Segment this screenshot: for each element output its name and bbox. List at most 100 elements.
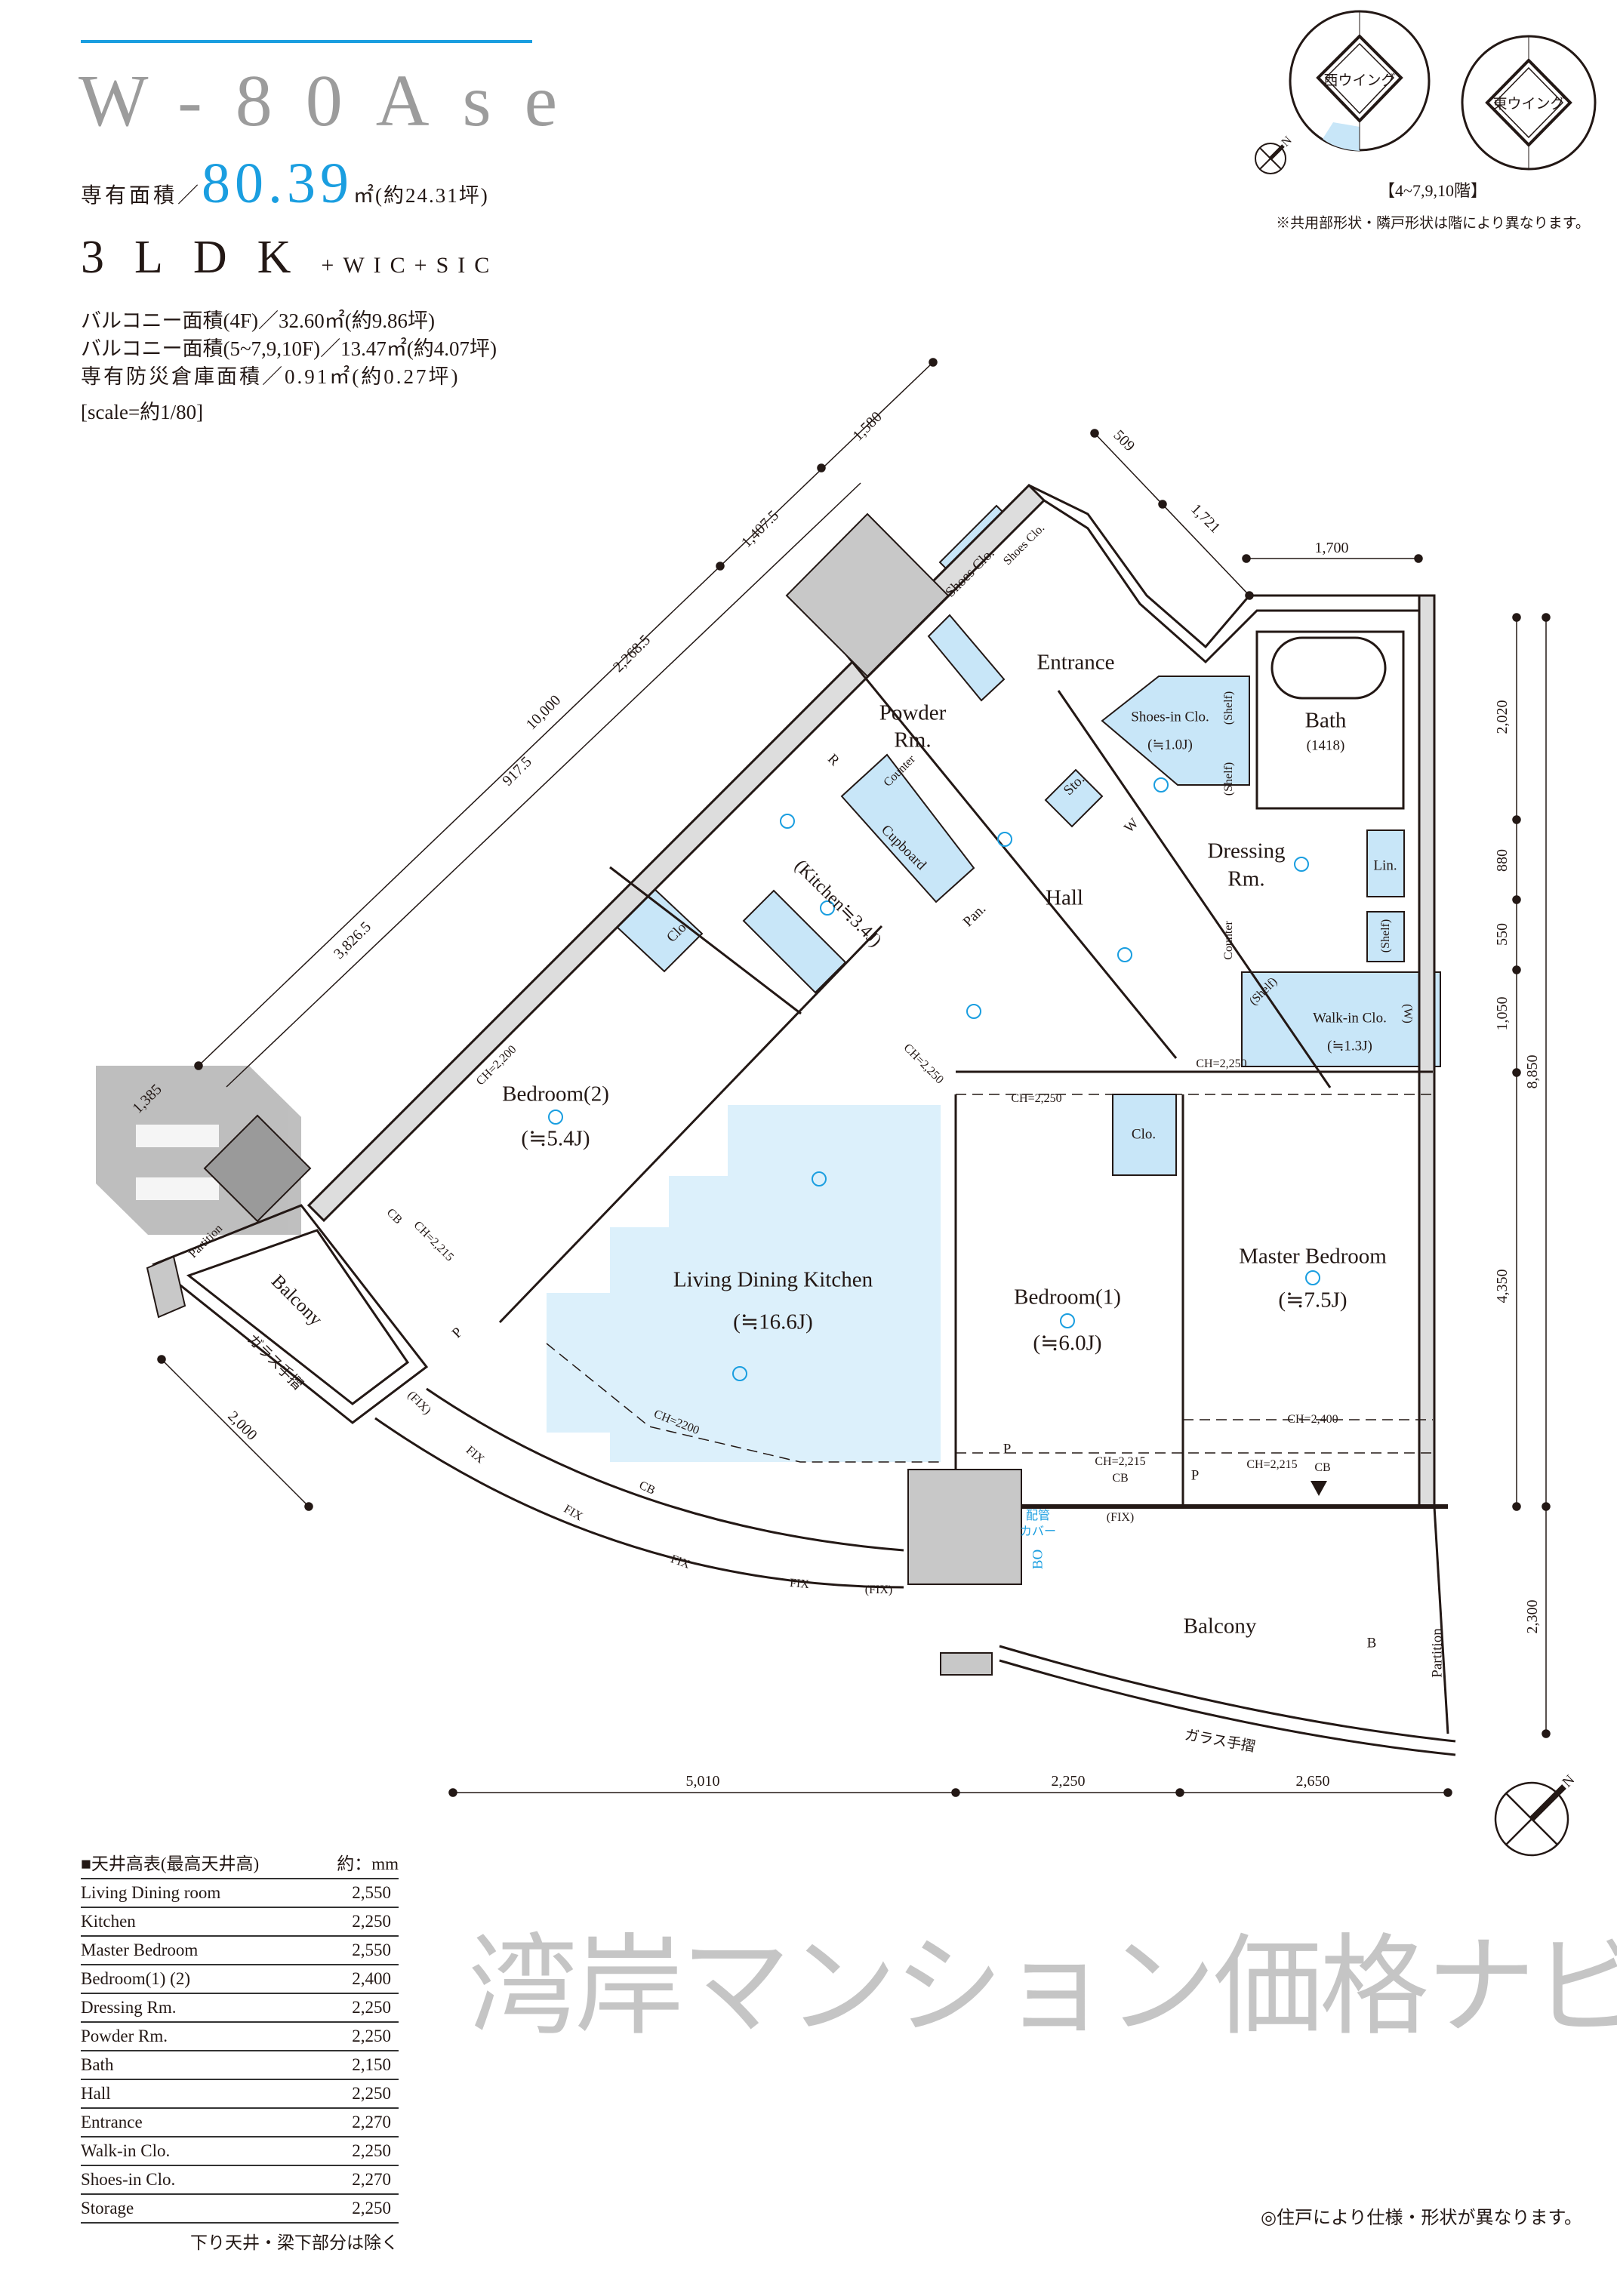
table-row: Dressing Rm.2,250 xyxy=(81,1994,399,2023)
label-entrance: Entrance xyxy=(1036,650,1115,675)
table-row: Walk-in Clo. 2,250 xyxy=(81,2137,399,2166)
layout-type-main: 3LDK xyxy=(81,232,322,283)
fix-window-note: FIX xyxy=(789,1576,810,1592)
scale-note: [scale=約1/80] xyxy=(81,401,204,423)
label-bedroom2-size: (≒5.4J) xyxy=(521,1126,590,1151)
storage-fills xyxy=(614,504,1441,1176)
table-row: Bedroom(1) (2)2,400 xyxy=(81,1965,399,1994)
dimension-label: 550 xyxy=(1494,923,1511,946)
watermark-text: 湾岸マンション価格ナビ xyxy=(468,1923,1617,2051)
ceiling-height-value: 2,250 xyxy=(352,2027,391,2045)
plan-name: W-80Ase xyxy=(79,60,591,142)
table-row: Shoes-in Clo. 2,270 xyxy=(81,2166,399,2195)
key-plan-east-wing xyxy=(1461,35,1597,171)
room-name: Master Bedroom xyxy=(81,1941,199,1959)
label-pipe-cover-2: カバー xyxy=(1019,1525,1057,1538)
dimension-label: 8,850 xyxy=(1524,1054,1541,1089)
ceiling-height-value: 2,270 xyxy=(352,2170,391,2189)
dimension-label: 5,010 xyxy=(685,1773,720,1790)
ceiling-height-note: CH=2,250 xyxy=(1196,1057,1247,1070)
fix-window-note: (FIX) xyxy=(1106,1511,1135,1524)
label-counter: Counter xyxy=(1222,921,1235,960)
room-name: Bedroom(1) (2) xyxy=(81,1969,190,1988)
label-hall: Hall xyxy=(1046,885,1083,910)
room-name: Shoes-in Clo. xyxy=(81,2170,176,2189)
label-powder-rm: Rm. xyxy=(894,728,932,753)
key-plan-west-label: 西ウイング xyxy=(1323,72,1396,89)
label-master-bedroom: Master Bedroom xyxy=(1239,1244,1387,1269)
table-row: Powder Rm.2,250 xyxy=(81,2023,399,2051)
ceiling-height-value: 2,270 xyxy=(352,2113,391,2131)
footer-note: ◎住戸により仕様・形状が異なります。 xyxy=(1261,2208,1583,2228)
area-value: 80.39 xyxy=(202,152,354,215)
room-name: Storage xyxy=(81,2199,134,2218)
cb-note: CB xyxy=(1112,1472,1129,1485)
key-plan-note: ※共用部形状・隣戸形状は階により異なります。 xyxy=(1276,215,1590,232)
ldk-area-fill xyxy=(547,1105,941,1462)
label-shoes-in-clo: Shoes-in Clo. xyxy=(1131,709,1209,725)
ceiling-height-note: CH=2,215 xyxy=(1246,1458,1298,1471)
area-unit: ㎡(約24.31坪) xyxy=(353,184,489,207)
dimension-label: 880 xyxy=(1494,849,1511,872)
fixture-markers xyxy=(548,777,1320,1381)
ceiling-height-value: 2,250 xyxy=(352,2141,391,2160)
table-row: Entrance 2,270 xyxy=(81,2109,399,2137)
label-pipe-space: P xyxy=(1190,1467,1200,1484)
structural-columns xyxy=(146,512,1022,1676)
layout-type: 3LDK+WIC+SIC xyxy=(81,231,498,285)
storage-area: 専有防災倉庫面積／0.91㎡(約0.27坪) xyxy=(81,365,460,388)
room-name: Entrance xyxy=(81,2113,143,2131)
room-name: Hall xyxy=(81,2084,111,2103)
ceiling-height-value: 2,550 xyxy=(352,1883,391,1902)
compass-small-icon xyxy=(1255,143,1286,174)
label-shelf: (Shelf) xyxy=(1222,691,1235,725)
label-walkin-w: (W) xyxy=(1401,1004,1414,1023)
cb-note: CB xyxy=(1314,1461,1331,1474)
label-bath: Bath xyxy=(1304,708,1347,733)
ceiling-height-value: 2,250 xyxy=(352,2084,391,2103)
label-master-size: (≒7.5J) xyxy=(1278,1288,1348,1313)
label-b: B xyxy=(1366,1635,1377,1651)
label-powder: Powder xyxy=(879,700,947,725)
ceiling-height-note: CH=2,215 xyxy=(1095,1455,1146,1468)
room-name: Walk-in Clo. xyxy=(81,2141,171,2160)
cb-marker-icon xyxy=(1311,1481,1327,1496)
compass-icon xyxy=(1494,1781,1569,1857)
table-unit: 約：mm xyxy=(337,1854,399,1873)
label-walkin-clo: Walk-in Clo. xyxy=(1313,1010,1387,1026)
balcony-area-other: バルコニー面積(5~7,9,10F)／13.47㎡(約4.07坪) xyxy=(81,337,497,360)
label-shelf: (Shelf) xyxy=(1379,919,1392,953)
label-bedroom1-size: (≒6.0J) xyxy=(1033,1331,1102,1356)
ceiling-height-value: 2,150 xyxy=(352,2055,391,2074)
label-pipe-space: P xyxy=(1003,1441,1012,1457)
label-walkin-size: (≒1.3J) xyxy=(1327,1038,1372,1054)
room-name: Bath xyxy=(81,2055,114,2074)
label-pipe-cover: 配管 xyxy=(1025,1510,1051,1522)
label-shoes-in-size: (≒1.0J) xyxy=(1147,737,1193,753)
label-dressing: Dressing xyxy=(1207,839,1286,863)
room-name: Kitchen xyxy=(81,1912,136,1931)
header-rule xyxy=(81,40,532,43)
dimension-label: 2,300 xyxy=(1524,1599,1541,1634)
dimension-label: 1,700 xyxy=(1314,540,1349,556)
label-closet: Clo. xyxy=(1131,1126,1157,1143)
label-ldk-size: (≒16.6J) xyxy=(733,1310,813,1334)
key-plan-west-wing xyxy=(1289,10,1431,152)
label-linen: Lin. xyxy=(1373,857,1397,874)
dimension-label: 2,650 xyxy=(1295,1773,1330,1790)
ceiling-height-note: CH=2,250 xyxy=(1011,1092,1062,1105)
dimension-label: 4,350 xyxy=(1494,1269,1511,1303)
fix-window-note: (FIX) xyxy=(864,1584,893,1596)
label-bedroom1: Bedroom(1) xyxy=(1014,1285,1121,1310)
ceiling-height-value: 2,250 xyxy=(352,1912,391,1931)
area-label: 専有面積／ xyxy=(81,184,202,208)
label-bedroom2: Bedroom(2) xyxy=(502,1082,609,1106)
layout-type-extra: +WIC+SIC xyxy=(321,253,499,278)
label-ldk: Living Dining Kitchen xyxy=(673,1267,873,1292)
table-row: Bath 2,150 xyxy=(81,2051,399,2080)
label-bo: BO xyxy=(1030,1549,1046,1570)
